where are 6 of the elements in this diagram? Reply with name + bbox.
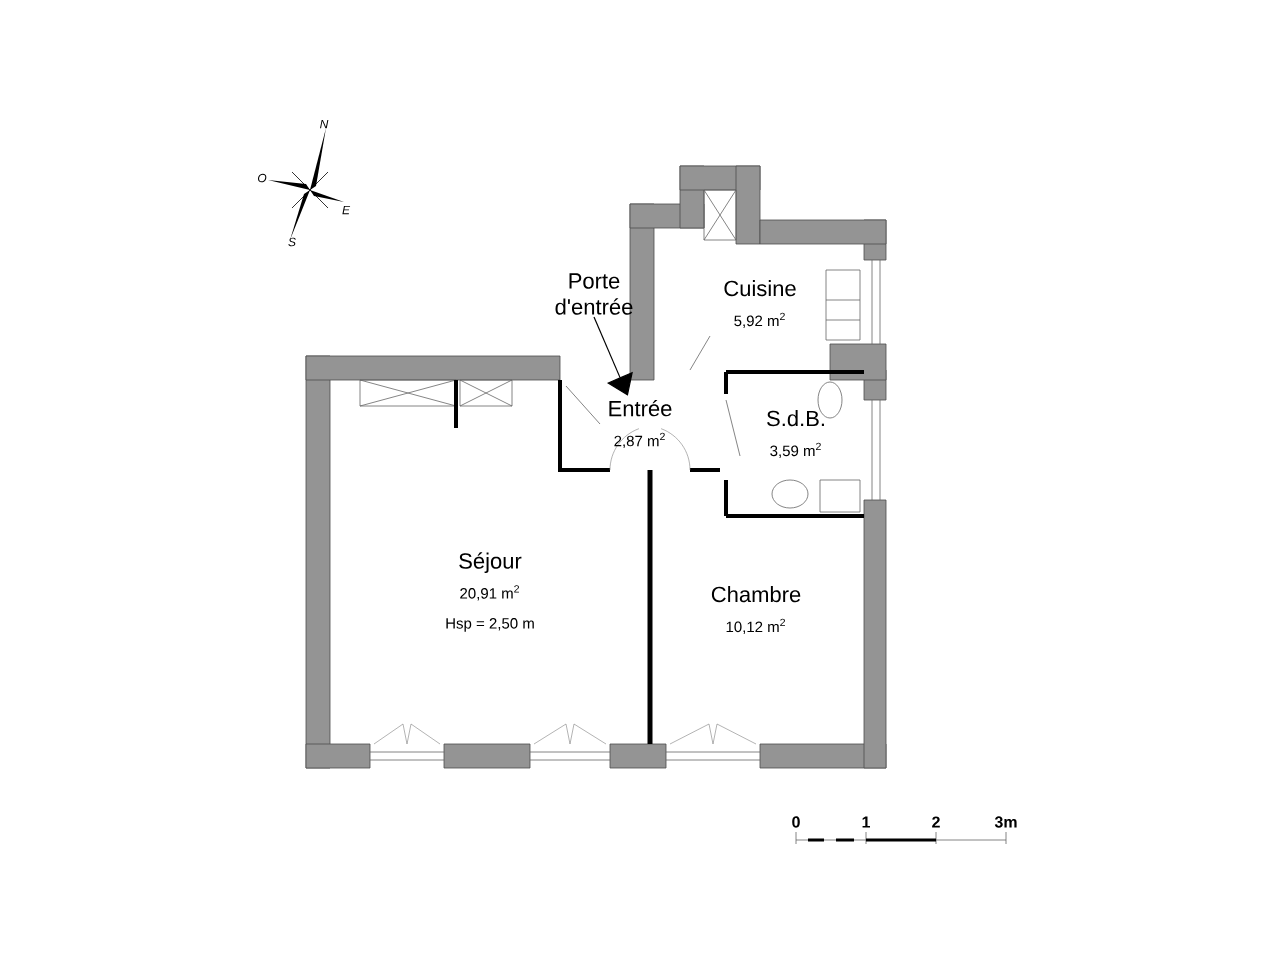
- caption-text: Porte d'entrée: [555, 273, 633, 315]
- scale-number: 1: [862, 816, 870, 828]
- scale-number: 3m: [994, 816, 1017, 828]
- arrow: [593, 316, 633, 396]
- scale-number: 0: [792, 816, 800, 828]
- scale-number: 2: [932, 816, 940, 828]
